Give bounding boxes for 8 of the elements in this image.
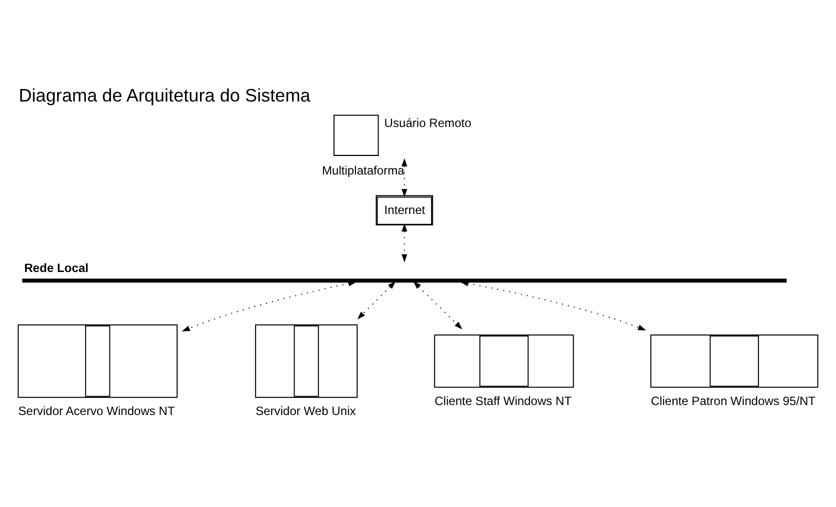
edge-label: Multiplataforma <box>322 164 404 178</box>
node-label: Servidor Web Unix <box>256 404 356 418</box>
node-label: Cliente Staff Windows NT <box>434 394 572 408</box>
node-label: Servidor Acervo Windows NT <box>18 404 175 418</box>
node-label: Cliente Patron Windows 95/NT <box>650 394 816 408</box>
node-label: Usuário Remoto <box>384 116 472 130</box>
diagram-title: Diagrama de Arquitetura do Sistema <box>18 86 310 106</box>
node-label: Rede Local <box>24 261 89 276</box>
